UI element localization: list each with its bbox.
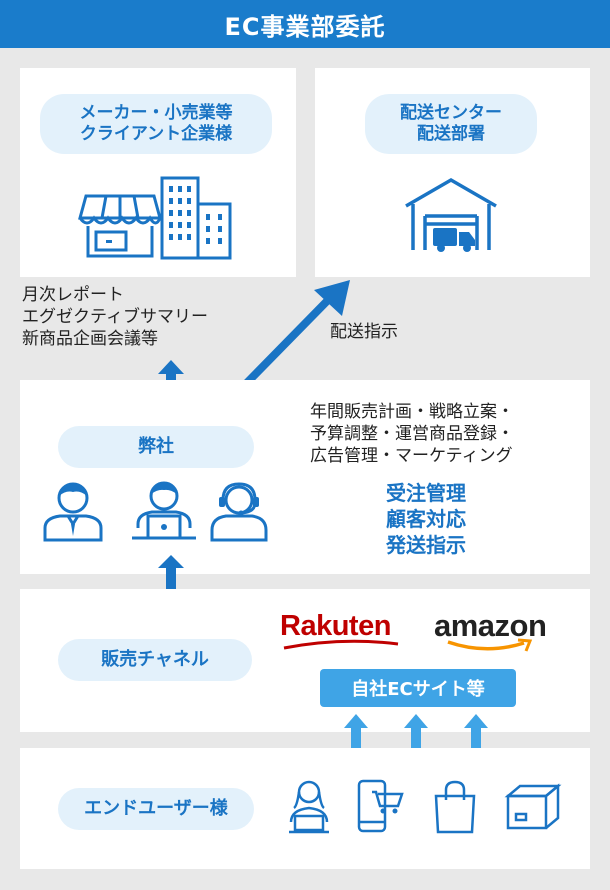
amazon-logo: amazon xyxy=(434,609,558,655)
channel-pill-label: 販売チャネル xyxy=(101,648,209,670)
businessman-icon xyxy=(43,482,103,542)
diagonal-arrow-icon xyxy=(231,280,350,399)
report-line: エグゼクティブサマリー xyxy=(22,307,208,327)
amazon-logo-text: amazon xyxy=(434,608,547,643)
up-arrow-icon xyxy=(404,714,428,750)
channel-panel: 販売チャネル Rakuten amazon 自社ECサイト等 xyxy=(20,589,590,732)
company-task-line: 年間販売計画・戦略立案・ xyxy=(310,402,514,422)
up-arrow-icon xyxy=(464,714,488,750)
report-line: 月次レポート xyxy=(22,285,124,305)
rakuten-swoosh xyxy=(283,639,399,650)
company-highlight: 発送指示 xyxy=(386,533,466,557)
company-highlight: 受注管理 xyxy=(386,481,466,505)
pc-user-icon xyxy=(289,780,329,834)
page-title: EC事業部委託 xyxy=(0,0,610,48)
own-ec-site-label: 自社ECサイト等 xyxy=(351,679,485,700)
shopping-bag-icon xyxy=(434,780,476,834)
package-box-icon xyxy=(504,783,562,830)
operator-icon xyxy=(210,482,268,542)
rakuten-logo: Rakuten xyxy=(280,609,406,653)
rakuten-logo-text: Rakuten xyxy=(280,610,391,642)
company-panel: 弊社 年間販売計画・戦略立案・ 予算調整・運営商品登録 xyxy=(20,380,590,574)
client-pill-line1: メーカー・小売業等 xyxy=(79,102,233,123)
shop-icon xyxy=(78,194,162,258)
delivery-pill: 配送センター 配送部署 xyxy=(365,94,537,154)
company-highlight: 顧客対応 xyxy=(386,507,466,531)
mobile-cart-icon xyxy=(357,779,404,833)
end-user-panel: エンドユーザー様 xyxy=(20,748,590,869)
client-panel: メーカー・小売業等 クライアント企業様 xyxy=(20,68,296,277)
channel-pill: 販売チャネル xyxy=(58,639,252,681)
end-user-pill-label: エンドユーザー様 xyxy=(84,797,228,819)
report-line: 新商品企画会議等 xyxy=(22,329,158,349)
client-pill-line2: クライアント企業様 xyxy=(79,124,233,144)
up-arrow-icon xyxy=(158,360,184,398)
end-user-pill: エンドユーザー様 xyxy=(58,788,254,830)
delivery-pill-line2: 配送部署 xyxy=(417,124,485,144)
warehouse-icon xyxy=(405,177,497,252)
company-task-line: 広告管理・マーケティング xyxy=(310,446,513,466)
delivery-instruction-label: 配送指示 xyxy=(330,322,398,342)
laptop-worker-icon xyxy=(132,481,196,540)
client-pill: メーカー・小売業等 クライアント企業様 xyxy=(40,94,272,154)
company-task-line: 予算調整・運営商品登録・ xyxy=(310,424,514,444)
company-pill: 弊社 xyxy=(58,426,254,468)
delivery-panel: 配送センター 配送部署 xyxy=(315,68,590,277)
building-icon xyxy=(160,176,232,260)
own-ec-site-button[interactable]: 自社ECサイト等 xyxy=(320,669,516,707)
up-arrow-icon xyxy=(344,714,368,750)
delivery-pill-line1: 配送センター xyxy=(400,102,502,123)
company-pill-label: 弊社 xyxy=(138,435,174,457)
amazon-smile xyxy=(447,638,533,652)
